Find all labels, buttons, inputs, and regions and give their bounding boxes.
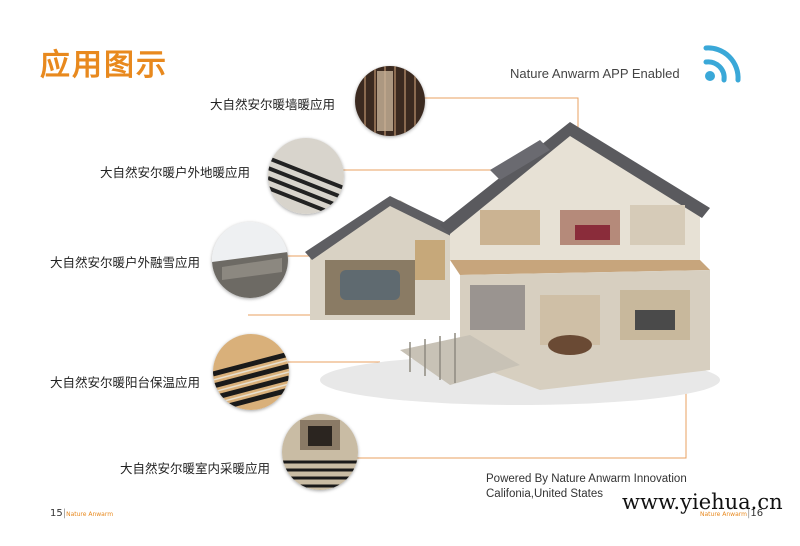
application-label-snow-melt: 大自然安尔暖户外融雪应用 [50,255,201,270]
application-label-outdoor-floor: 大自然安尔暖户外地暖应用 [100,165,251,180]
wifi-icon [703,45,741,83]
app-enabled-text: Nature Anwarm APP Enabled [510,66,680,81]
footer-brand-left: Nature Anwarm [66,511,114,518]
application-label-indoor: 大自然安尔暖室内采暖应用 [120,461,271,476]
location-line: Califonia,United States [486,488,603,500]
page-title: 应用图示 [40,48,168,83]
site-watermark: www.yiehua.cn [622,490,783,514]
application-label-balcony: 大自然安尔暖阳台保温应用 [50,375,201,390]
footer-brand-right: Nature Anwarm [700,511,747,518]
application-label-wall: 大自然安尔暖墙暖应用 [210,97,336,112]
balcony-heating-photo [213,334,289,410]
page-number-right: 16 [750,508,764,519]
house-cutaway-illustration [305,122,720,405]
indoor-heating-photo [282,414,358,490]
powered-by-line: Powered By Nature Anwarm Innovation [486,473,687,485]
page-number-left: 15 [50,508,63,519]
snow-melting-photo [212,222,288,298]
wall-panel-photo [355,66,425,136]
outdoor-floor-heating-photo [268,138,344,214]
powered-by-block: Powered By Nature Anwarm Innovation Cali… [486,472,687,502]
footer-right: Nature Anwarm|16 [700,508,764,519]
footer-left: 15|Nature Anwarm [50,508,114,519]
